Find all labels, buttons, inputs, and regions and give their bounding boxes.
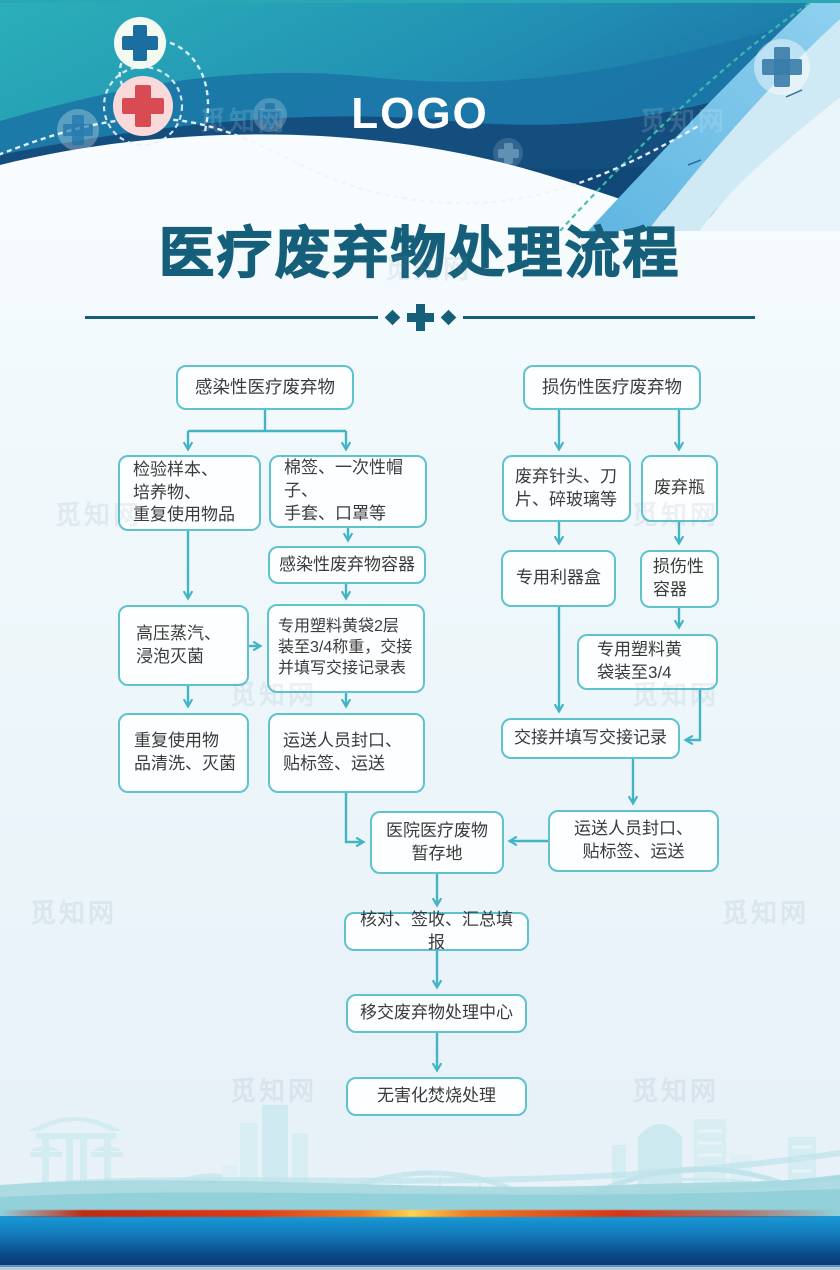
flow-node-inf-items-disposable: 棉签、一次性帽子、 手套、口罩等 (269, 455, 427, 528)
title-divider (85, 303, 755, 331)
flowchart-arrows (183, 410, 702, 1073)
flow-node-reuse-clean: 重复使用物 品清洗、灭菌 (118, 713, 249, 793)
flow-node-infectious-root: 感染性医疗废弃物 (176, 365, 354, 410)
header-wave-art (0, 3, 840, 231)
header-dashed-curve-right (559, 3, 811, 231)
flow-node-needles: 废弃针头、刀 片、碎玻璃等 (502, 455, 631, 522)
medical-cross-icon (114, 17, 166, 69)
flow-node-injury-container: 损伤性 容器 (640, 550, 719, 608)
medical-cross-red-icon (113, 76, 173, 136)
medical-cross-faded-icon (493, 138, 523, 168)
flow-node-sharps-box: 专用利器盒 (501, 550, 616, 607)
flow-node-incinerate: 无害化焚烧处理 (346, 1077, 527, 1116)
medical-cross-icon (754, 39, 810, 95)
flow-node-transfer-center: 移交废弃物处理中心 (346, 994, 527, 1033)
flowchart-arrow-layer (183, 410, 702, 1073)
flow-node-sterilize: 高压蒸汽、 浸泡灭菌 (118, 605, 249, 686)
logo-text: LOGO (351, 89, 489, 138)
flow-node-yellow-bag-34: 专用塑料黄 袋装至3/4 (577, 634, 718, 690)
header-tick-marks (687, 89, 803, 166)
flow-node-inf-container: 感染性废弃物容器 (268, 546, 426, 584)
flow-node-inf-items-samples: 检验样本、 培养物、 重复使用物品 (118, 455, 261, 531)
medical-cross-faded-icon (57, 109, 99, 151)
flow-node-injury-root: 损伤性医疗废弃物 (523, 365, 701, 410)
flow-node-check-report: 核对、签收、汇总填报 (344, 910, 529, 952)
footer-bottom-strip (0, 1265, 840, 1270)
footer-sunrise-glow (0, 1210, 840, 1217)
footer-blue-band (0, 1216, 840, 1265)
flow-node-transport-right: 运送人员封口、 贴标签、运送 (548, 810, 719, 872)
medical-cross-faded-icon (253, 98, 287, 132)
flow-node-handover-record: 交接并填写交接记录 (501, 718, 680, 759)
header-band-corner (700, 97, 840, 231)
flow-node-yellow-bag-weigh: 专用塑料黄袋2层 装至3/4称重，交接 并填写交接记录表 (267, 604, 425, 693)
flow-node-bottles: 废弃瓶 (641, 455, 718, 522)
divider-line-right (462, 315, 755, 319)
flow-node-transport-left: 运送人员封口、 贴标签、运送 (268, 713, 425, 793)
medical-cross-icon (406, 303, 434, 331)
divider-line-left (85, 315, 378, 319)
page-title: 医疗废弃物处理流程 (158, 222, 681, 284)
flow-node-storage: 医院医疗废物 暂存地 (370, 811, 504, 874)
